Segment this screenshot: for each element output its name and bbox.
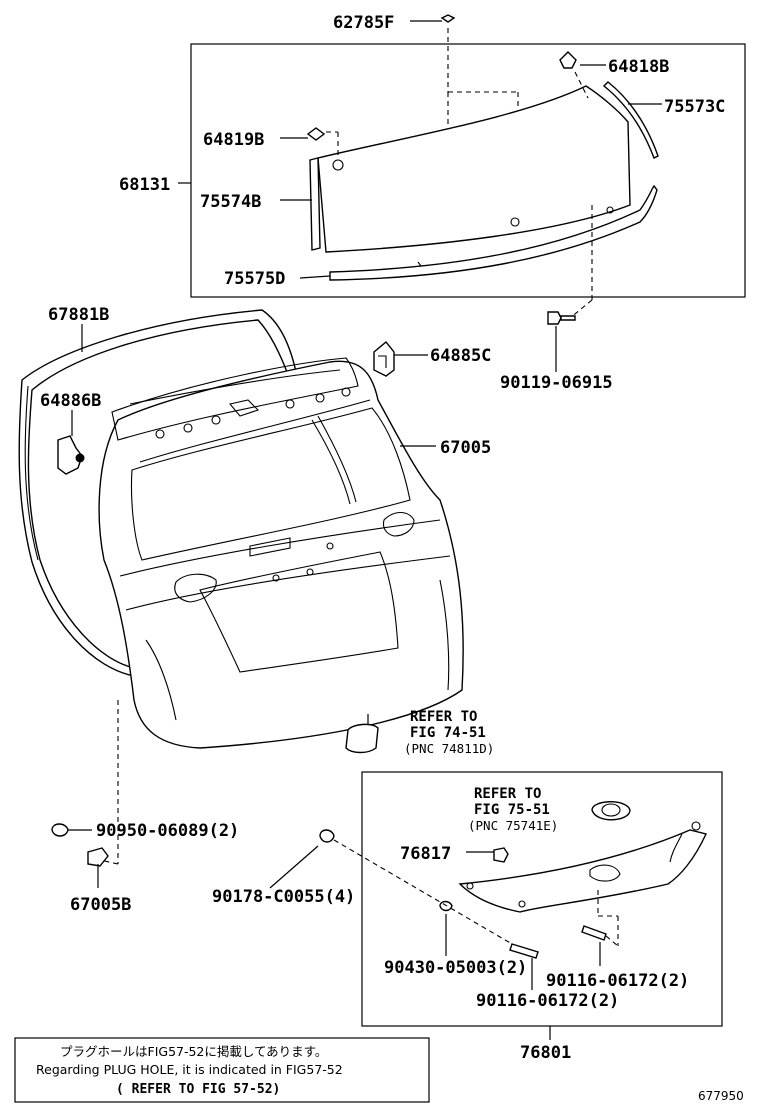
label-67005B: 67005B: [70, 895, 131, 915]
label-90430: 90430-05003(2): [384, 958, 527, 978]
note-box: [14, 1037, 430, 1103]
label-90950: 90950-06089(2): [96, 821, 239, 841]
screw-90116-a: [509, 943, 539, 959]
back-door-67005: [98, 360, 464, 749]
label-76817: 76817: [400, 844, 451, 864]
ref1-line2: FIG 74-51: [410, 725, 486, 741]
ref1-line1: REFER TO: [410, 709, 477, 725]
note-japanese: プラグホールはFIG57-52に掲載してあります。: [60, 1044, 327, 1059]
cushion-90950: [51, 823, 69, 837]
label-64819B: 64819B: [203, 130, 264, 150]
label-75573C: 75573C: [664, 97, 725, 117]
leader-75575D: [299, 275, 331, 279]
molding-75574B: [309, 157, 321, 251]
label-76801: 76801: [520, 1043, 571, 1063]
label-75574B: 75574B: [200, 192, 261, 212]
molding-75573C: [602, 81, 659, 159]
label-67005: 67005: [440, 438, 491, 458]
bolt-90119: [547, 311, 576, 325]
label-90116-a: 90116-06172(2): [476, 991, 619, 1011]
clip-90178: [319, 829, 335, 843]
ref2-line1: REFER TO: [474, 786, 541, 802]
handle-74811D: [345, 723, 379, 754]
hinge-64885C: [373, 341, 395, 377]
label-75575D: 75575D: [224, 269, 285, 289]
weatherstrip-67881B: [18, 309, 297, 677]
garnish-76801: [458, 829, 707, 913]
clip-62785F: [440, 14, 456, 23]
emblem-75741E: [591, 801, 631, 821]
figure-number: 677950: [698, 1089, 744, 1103]
label-62785F: 62785F: [333, 13, 394, 33]
clip-76817: [493, 847, 509, 863]
stopper-67005B: [87, 847, 109, 867]
clip-64819B: [306, 127, 326, 141]
note-english: Regarding PLUG HOLE, it is indicated in …: [36, 1062, 343, 1077]
label-67881B: 67881B: [48, 305, 109, 325]
screw-90116-b: [581, 925, 607, 941]
ref2-line2: FIG 75-51: [474, 802, 550, 818]
label-64886B: 64886B: [40, 391, 101, 411]
label-90178: 90178-C0055(4): [212, 887, 355, 907]
garnish-group-box: [361, 771, 723, 1027]
clip-64818B: [559, 51, 577, 69]
back-window-glass: [317, 85, 631, 253]
label-90116-b: 90116-06172(2): [546, 971, 689, 991]
label-68131: 68131: [119, 175, 170, 195]
ref2-line3: (PNC 75741E): [468, 818, 558, 833]
note-refer: ( REFER TO FIG 57-52): [116, 1082, 280, 1097]
label-90119: 90119-06915: [500, 373, 613, 393]
label-64885C: 64885C: [430, 346, 491, 366]
label-64818B: 64818B: [608, 57, 669, 77]
leader-90178: [269, 845, 319, 889]
ref1-line3: (PNC 74811D): [404, 741, 494, 756]
glass-group-box: [190, 43, 746, 298]
